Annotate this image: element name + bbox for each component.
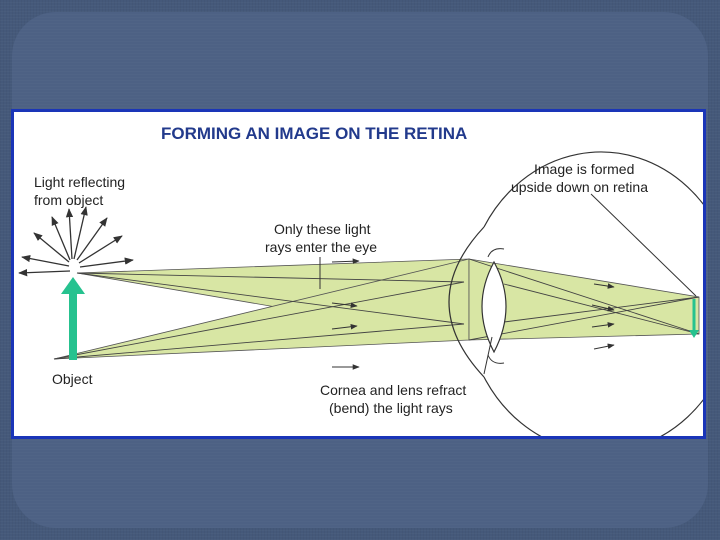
ray-arrow — [331, 302, 358, 309]
eye-diagram: FORMING AN IMAGE ON THE RETINA — [18, 124, 703, 436]
ray-arrow — [593, 283, 615, 289]
cornea — [448, 226, 485, 378]
label-light-reflecting-2: from object — [34, 192, 103, 208]
retina-image-arrowhead — [689, 330, 699, 338]
pointer-line-image — [590, 193, 697, 297]
ray-line — [503, 283, 700, 335]
iris-top — [487, 248, 505, 258]
lens — [481, 260, 507, 354]
label-only-these-1: Only these light — [274, 221, 371, 237]
label-object: Object — [52, 371, 93, 387]
reflected-light-rays — [18, 206, 134, 277]
eyeball-outline — [483, 151, 703, 436]
object-arrow-head — [61, 277, 85, 294]
ray-line — [53, 281, 465, 360]
label-light-reflecting-1: Light reflecting — [34, 174, 125, 190]
ray-line — [53, 323, 465, 360]
label-image-formed-1: Image is formed — [534, 161, 634, 177]
ray-arrow — [591, 322, 615, 328]
ray-line — [468, 296, 700, 341]
diagram-frame: FORMING AN IMAGE ON THE RETINA — [11, 109, 706, 439]
ray-line — [76, 272, 465, 283]
ray-arrow — [591, 304, 615, 312]
ray-arrow — [331, 323, 358, 330]
diagram-title: FORMING AN IMAGE ON THE RETINA — [161, 124, 467, 143]
label-cornea-2: (bend) the light rays — [329, 400, 453, 416]
label-cornea-1: Cornea and lens refract — [320, 382, 466, 398]
iris-bottom — [487, 354, 505, 364]
label-only-these-2: rays enter the eye — [265, 239, 377, 255]
ray-arrow — [593, 343, 615, 350]
ray-arrow — [331, 258, 360, 265]
ray-line — [76, 272, 465, 325]
ray-line — [468, 258, 700, 335]
object-arrow-shaft — [69, 290, 77, 360]
label-image-formed-2: upside down on retina — [511, 179, 648, 195]
pointer-line-cornea — [483, 336, 493, 375]
ray-line — [503, 296, 700, 323]
